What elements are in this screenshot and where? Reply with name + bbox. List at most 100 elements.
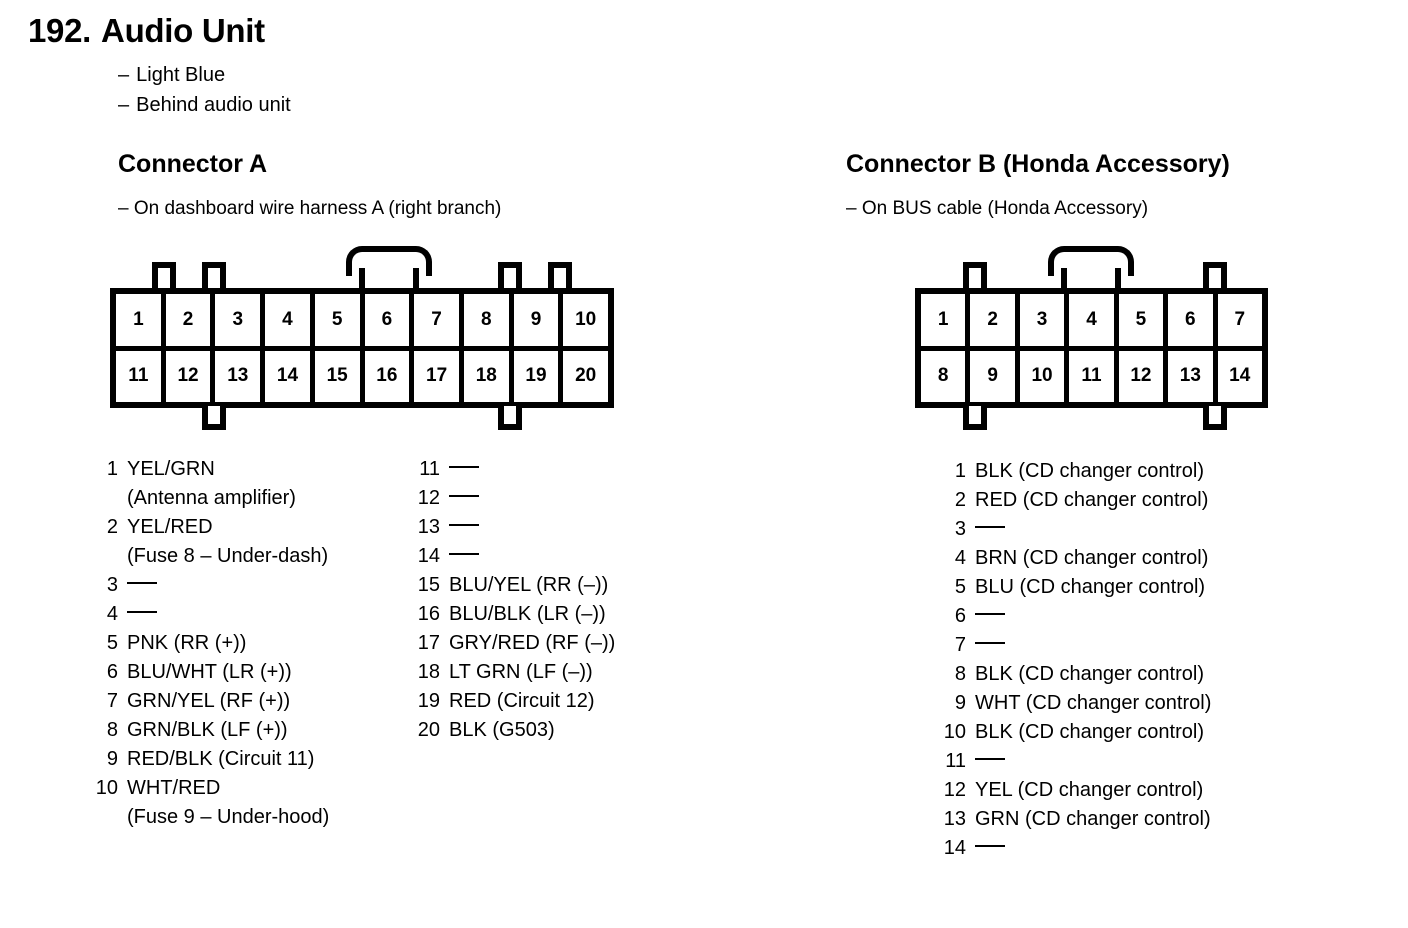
connector-a-pin-cell-16: 16	[364, 350, 415, 402]
connector-a-pin-row-4: 4	[88, 600, 329, 629]
connector-a-keying-tab-bottom-2	[498, 406, 522, 430]
connector-a-pin-number-14: 14	[417, 545, 440, 567]
empty-pin-dash-icon	[449, 553, 479, 555]
connector-a-pin-row-10: 10 WHT/RED	[88, 774, 329, 803]
connector-b-subtitle: – On BUS cable (Honda Accessory)	[846, 198, 1149, 219]
connector-a-pin-desc-cont-1: (Antenna amplifier)	[127, 487, 296, 509]
connector-a-pin-cell-3: 3	[215, 294, 266, 346]
connector-b-pin-number-5: 5	[954, 576, 966, 598]
connector-b-pin-row-13: 13 GRN (CD changer control)	[936, 805, 1211, 834]
connector-a-pin-number-10: 10	[95, 777, 118, 799]
connector-a-keying-tab-top-3	[498, 262, 522, 290]
connector-b-pin-cell-13: 13	[1168, 350, 1218, 402]
connector-a-pin-number-17: 17	[417, 632, 440, 654]
connector-b-pin-cell-12: 12	[1118, 350, 1169, 402]
connector-b-pin-number-12: 12	[943, 779, 966, 801]
connector-b-pin-desc-2: RED (CD changer control)	[975, 489, 1209, 511]
connector-a-pin-number-8: 8	[106, 719, 118, 741]
empty-pin-dash-icon	[975, 642, 1005, 644]
connector-a-pin-desc-cont-2: (Fuse 8 – Under-dash)	[127, 545, 329, 567]
connector-b-pin-number-1: 1	[954, 460, 966, 482]
connector-b-pin-desc-9: WHT (CD changer control)	[975, 692, 1212, 714]
connector-b-keying-tab-top-1	[963, 262, 987, 290]
connector-b-pin-row-7: 7	[936, 631, 1211, 660]
connector-b-pin-number-3: 3	[954, 518, 966, 540]
connector-a-pin-number-11: 11	[419, 458, 440, 480]
connector-b-pin-cell-9: 9	[970, 350, 1020, 402]
connector-a-pin-desc-16: BLU/BLK (LR (–))	[449, 603, 606, 625]
connector-b-pin-cell-2: 2	[970, 294, 1020, 346]
connector-b-pin-number-2: 2	[954, 489, 966, 511]
connector-a-pin-desc-20: BLK (G503)	[449, 719, 555, 741]
connector-b-pin-number-6: 6	[954, 605, 966, 627]
connector-a-pin-desc-12	[449, 484, 479, 513]
empty-pin-dash-icon	[975, 526, 1005, 528]
connector-a-pin-cell-17: 17	[414, 350, 464, 402]
connector-a-pin-cell-15: 15	[314, 350, 365, 402]
header-note-1: –Light Blue	[118, 64, 225, 87]
connector-a-pin-number-1: 1	[106, 458, 118, 480]
connector-b-pin-number-11: 11	[945, 750, 966, 772]
connector-a-pin-row-14: 14	[410, 542, 615, 571]
connector-a-pin-number-12: 12	[417, 487, 440, 509]
connector-b-pin-cell-14: 14	[1217, 350, 1262, 402]
connector-a-pin-cell-2: 2	[165, 294, 216, 346]
connector-a-keying-tab-top-2	[202, 262, 226, 290]
connector-b-pin-desc-12: YEL (CD changer control)	[975, 779, 1204, 801]
connector-a-pin-cell-6: 6	[364, 294, 415, 346]
connector-b-pin-row-3: 3	[936, 515, 1211, 544]
connector-b-pin-row-12: 12 YEL (CD changer control)	[936, 776, 1211, 805]
connector-a-pin-desc-18: LT GRN (LF (–))	[449, 661, 593, 683]
connector-a-pin-desc-10: WHT/RED	[127, 777, 221, 799]
connector-b-keying-tab-top-2	[1203, 262, 1227, 290]
connector-a-pin-number-18: 18	[417, 661, 440, 683]
connector-b-pin-number-13: 13	[943, 808, 966, 830]
empty-pin-dash-icon	[975, 613, 1005, 615]
connector-a-pin-number-15: 15	[417, 574, 440, 596]
connector-a-pin-number-13: 13	[417, 516, 440, 538]
header-note-2-text: Behind audio unit	[136, 94, 291, 116]
bullet-dash-icon: –	[118, 64, 130, 86]
connector-a-pin-cell-19: 19	[513, 350, 564, 402]
connector-a-pin-desc-3	[127, 571, 157, 600]
connector-b-pin-cell-7: 7	[1217, 294, 1262, 346]
empty-pin-dash-icon	[975, 758, 1005, 760]
connector-b-pin-desc-13: GRN (CD changer control)	[975, 808, 1211, 830]
connector-a-pin-cell-5: 5	[314, 294, 365, 346]
connector-a-pin-desc-cont-10: (Fuse 9 – Under-hood)	[127, 806, 330, 828]
connector-a-pin-row-11: 11	[410, 455, 615, 484]
connector-a-keying-tab-bottom-1	[202, 406, 226, 430]
connector-a-pin-desc-19: RED (Circuit 12)	[449, 690, 595, 712]
connector-a-pin-row-16: 16 BLU/BLK (LR (–))	[410, 600, 615, 629]
connector-b-pin-number-7: 7	[954, 634, 966, 656]
connector-a-pin-number-16: 16	[417, 603, 440, 625]
empty-pin-dash-icon	[127, 611, 157, 613]
connector-b-pin-number-10: 10	[943, 721, 966, 743]
connector-b-pin-row-14: 14	[936, 834, 1211, 863]
connector-a-pin-desc-9: RED/BLK (Circuit 11)	[127, 748, 315, 770]
connector-b-pin-desc-10: BLK (CD changer control)	[975, 721, 1204, 743]
connector-b-pin-cell-11: 11	[1069, 350, 1119, 402]
connector-a-pin-number-2: 2	[106, 516, 118, 538]
connector-a-pin-cell-10: 10	[563, 294, 609, 346]
connector-a-pin-cell-13: 13	[215, 350, 266, 402]
header-note-1-text: Light Blue	[136, 64, 226, 86]
